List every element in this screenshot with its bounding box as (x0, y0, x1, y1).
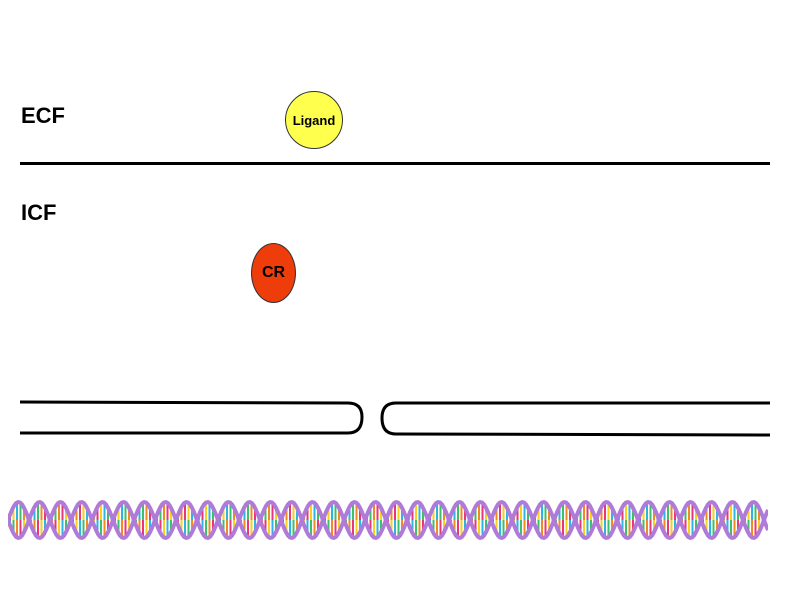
ligand: Ligand (285, 91, 343, 149)
dna-strand-b (8, 499, 768, 541)
nuclear-envelope-left (19, 400, 364, 435)
ecf-label: ECF (21, 103, 65, 128)
cell-membrane (20, 162, 770, 165)
receptor-label: CR (261, 264, 286, 281)
dna-double-helix (8, 499, 768, 541)
nuclear-envelope (19, 400, 771, 437)
ligand-label: Ligand (292, 112, 336, 128)
cytoplasmic-receptor: CR (251, 243, 296, 303)
icf-label: ICF (21, 200, 57, 225)
nuclear-envelope-right (380, 401, 771, 437)
